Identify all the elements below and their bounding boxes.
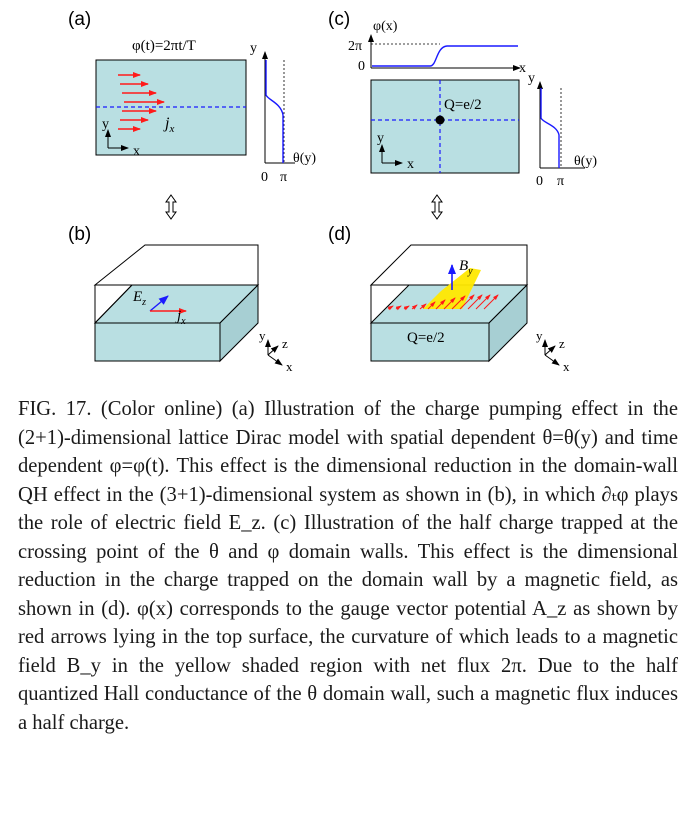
b-axis-z: z (282, 336, 288, 351)
c-d-double-arrow (431, 194, 443, 220)
b-axis-y: y (259, 328, 266, 343)
c-half-charge-dot (435, 115, 445, 125)
a-b-double-arrow (165, 194, 177, 220)
panel-label-a: (a) (68, 9, 91, 30)
b-axis-x: x (286, 359, 293, 374)
a-tick-pi: π (280, 170, 287, 185)
a-theta-y-label: y (250, 41, 257, 56)
caption-label: FIG. 17. (18, 398, 92, 420)
panel-label-d: (d) (328, 224, 351, 245)
c-phi-label: φ(x) (373, 19, 398, 34)
c-phi-x-label: x (519, 61, 526, 76)
c-slab (370, 79, 520, 174)
c-charge-label: Q=e/2 (444, 97, 482, 113)
a-pump-arrows (118, 72, 165, 132)
b-field-label: Ez (132, 289, 146, 308)
a-x-label: x (133, 144, 140, 159)
c-tick-2pi: 2π (348, 39, 362, 54)
d-axis-x: x (563, 359, 570, 374)
panel-b: (b) Ez jx y z x (68, 224, 293, 374)
panel-c: (c) φ(x) 2π 0 x Q=e/2 y x y θ(y) 0 π (328, 9, 597, 189)
c-tick-0b: 0 (536, 174, 543, 189)
panel-label-b: (b) (68, 224, 91, 245)
b-top-box-face (93, 244, 259, 286)
a-theta-label: θ(y) (293, 151, 316, 166)
a-phi-label: φ(t)=2πt/T (132, 38, 196, 54)
a-theta-curve (265, 60, 284, 163)
b-bottom-slab-front (94, 322, 221, 362)
c-tick-pi: π (557, 174, 564, 189)
d-field-label: By (459, 258, 473, 277)
c-tick-0: 0 (358, 59, 365, 74)
c-phi-curve (372, 45, 518, 67)
b-bottom-slab-side (219, 283, 259, 363)
c-x-label: x (407, 157, 414, 172)
a-current-label: jx (163, 115, 174, 135)
panel-d: (d) By Q=e/2 y z (328, 224, 570, 374)
figure-caption: FIG. 17. (Color online) (a) Illustration… (18, 395, 678, 737)
b-e-field-arrow (149, 295, 169, 312)
panel-a: (a) φ(t)=2πt/T jx y x y θ(y) 0 π (68, 9, 316, 185)
figure-17: (a) φ(t)=2πt/T jx y x y θ(y) 0 π ( (68, 9, 597, 374)
caption-text: (Color online) (a) Illustration of the c… (18, 398, 678, 734)
c-theta-curve (540, 88, 560, 168)
d-charge-label: Q=e/2 (407, 330, 445, 346)
a-tick-0: 0 (261, 170, 268, 185)
d-axis-z: z (559, 336, 565, 351)
c-y-label: y (377, 131, 384, 146)
c-theta-y-label: y (528, 71, 535, 86)
c-theta-label: θ(y) (574, 154, 597, 169)
d-axis-y: y (536, 328, 543, 343)
panel-label-c: (c) (328, 9, 350, 30)
b-current-label: jx (175, 308, 186, 327)
a-y-label: y (102, 117, 109, 132)
d-gauge-arrows (387, 294, 499, 311)
